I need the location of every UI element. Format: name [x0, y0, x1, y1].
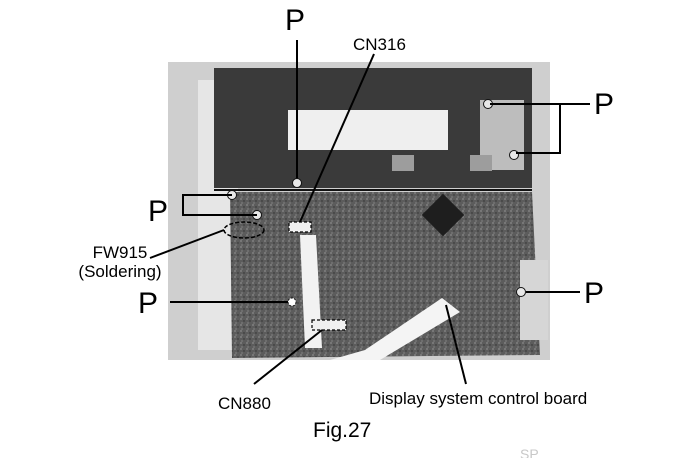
screw-label-top-right: P: [594, 88, 615, 121]
leader-line: [253, 329, 323, 385]
leader-line: [445, 304, 467, 385]
cropped-text: SP: [520, 446, 539, 458]
ribbon-cable-cn880: [330, 298, 460, 360]
leader-line: [182, 194, 257, 216]
screw-label-right: P: [584, 277, 605, 310]
cn316-label: CN316: [353, 35, 406, 54]
housing-clip: [392, 155, 414, 171]
screw-hole-marker: [292, 178, 302, 188]
ribbon-cable-cn316: [300, 235, 322, 348]
leader-line: [299, 53, 375, 223]
leader-line: [149, 229, 225, 259]
figure-caption: Fig.27: [313, 419, 372, 442]
screw-label-left: P: [148, 195, 169, 228]
fw915-label-line2: (Soldering): [78, 262, 162, 281]
housing-clip: [470, 155, 492, 171]
fw915-label-line1: FW915: [92, 243, 148, 262]
screw-label-top: P: [285, 4, 306, 37]
cn880-connector-marker: [311, 319, 347, 331]
display-board-label: Display system control board: [369, 389, 588, 408]
screw-hole-marker: [516, 287, 526, 297]
screw-label-lower-left: P: [138, 287, 159, 320]
cn880-label: CN880: [218, 394, 271, 413]
leader-line: [490, 103, 561, 154]
fw915-label: FW915 (Soldering): [60, 244, 180, 280]
ic-chip: [421, 193, 465, 237]
right-side-panel: [520, 260, 548, 340]
display-window: [288, 110, 448, 150]
